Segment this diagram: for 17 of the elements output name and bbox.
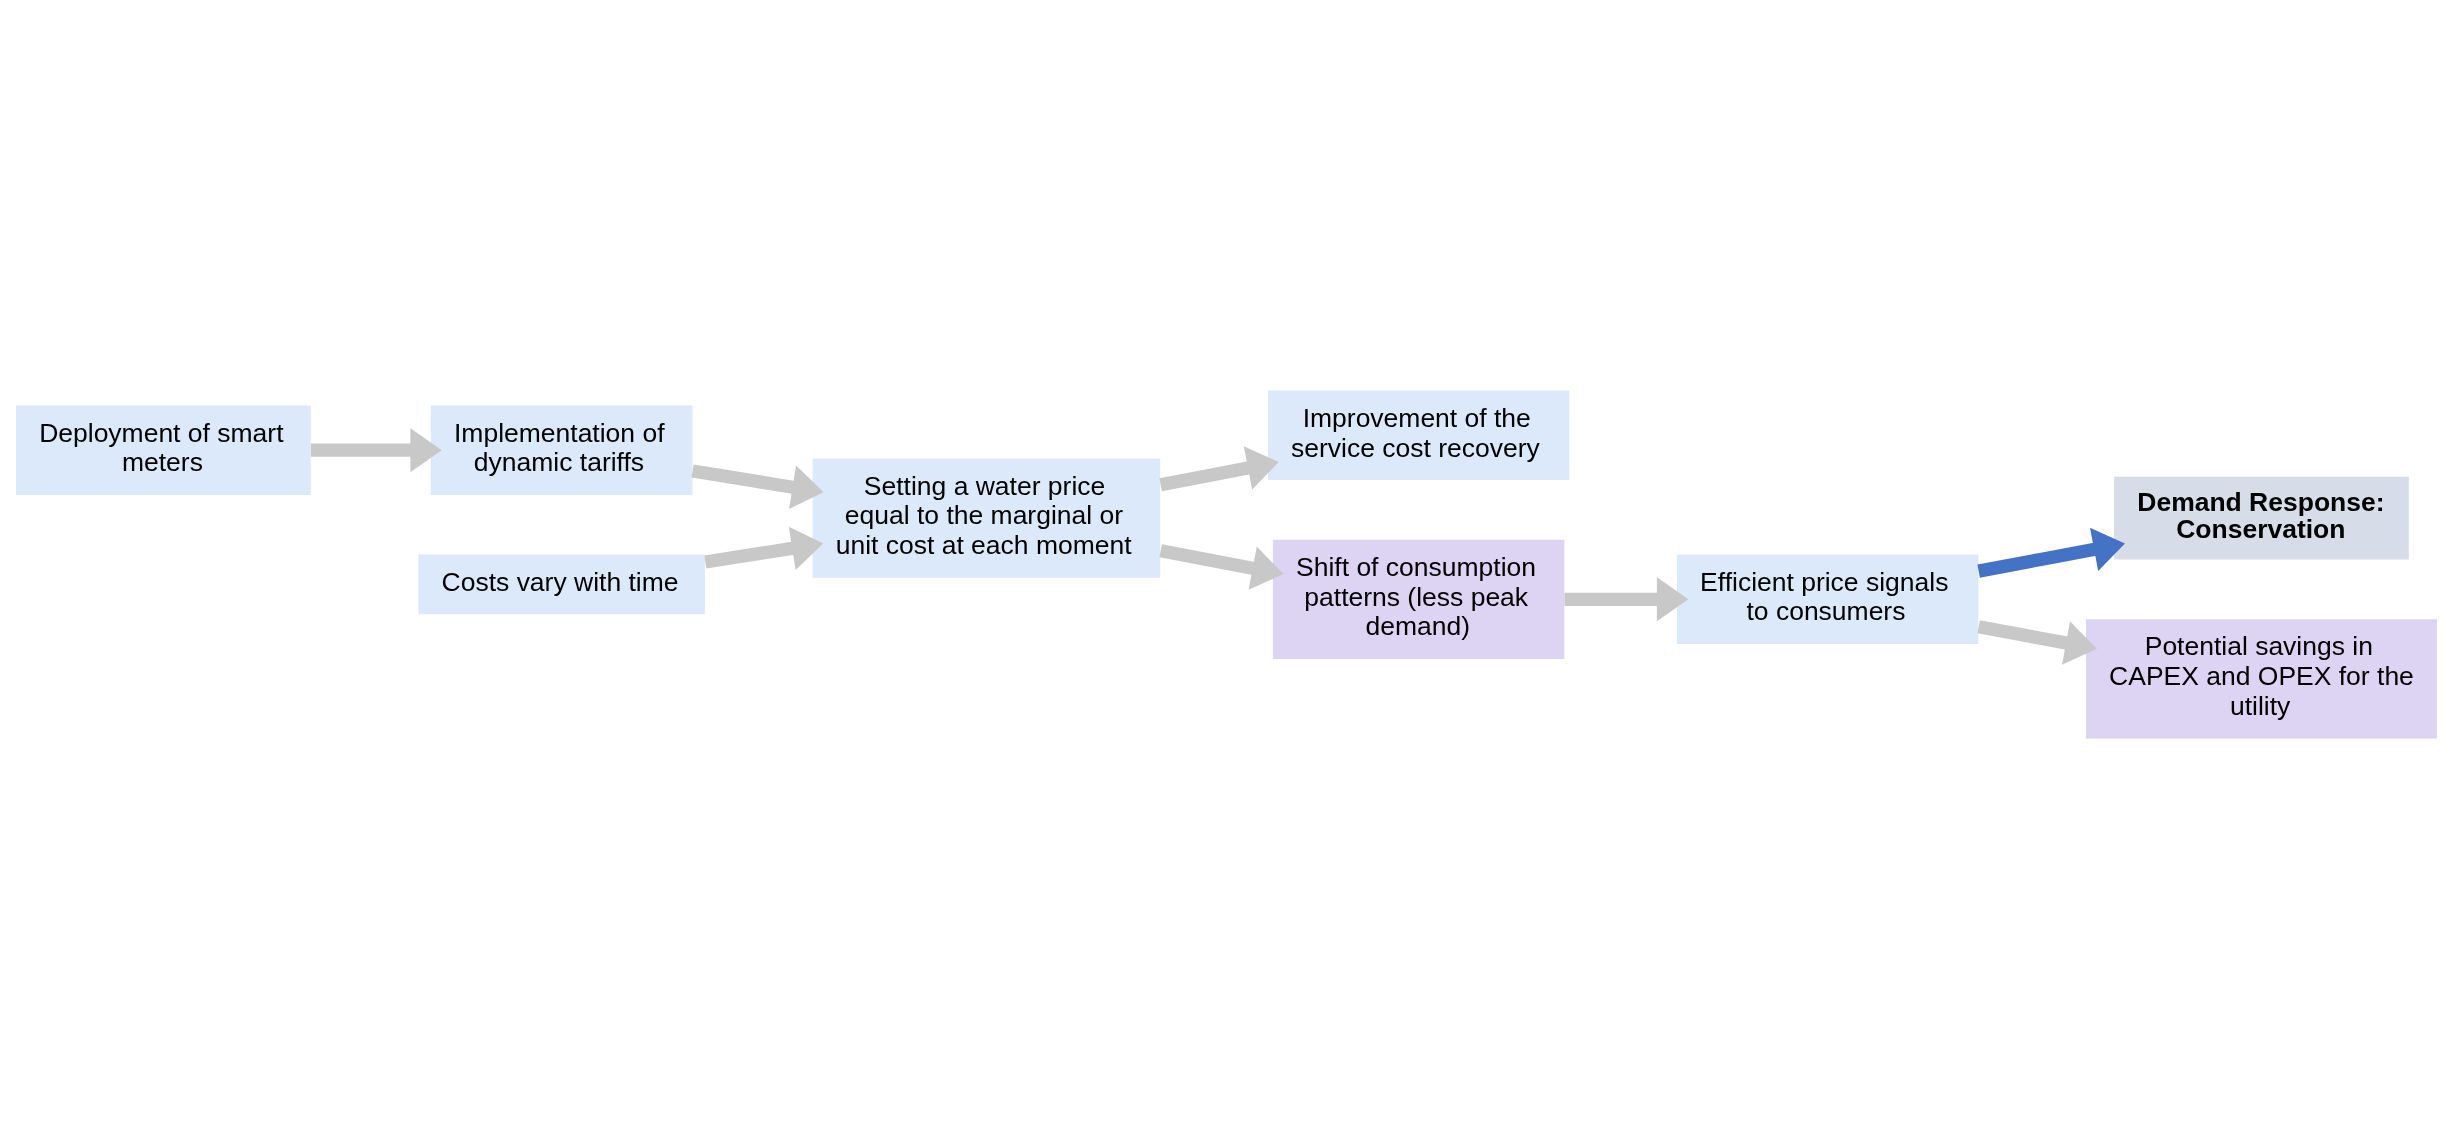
arrow [1159, 544, 1284, 590]
arrow [1977, 527, 2125, 578]
node-box: Shift of consumption patterns (less peak demand) [1272, 539, 1565, 659]
node-box: Implementation of dynamic tariffs [430, 405, 693, 495]
arrow [704, 526, 824, 571]
arrow [310, 428, 442, 473]
node-box: Efficient price signals to consumers [1676, 554, 1979, 644]
arrow [1159, 446, 1279, 492]
arrow [691, 464, 824, 509]
node-box: Deployment of smart meters [16, 405, 311, 495]
node-box: Setting a water price equal to the marginal or unit cost at each moment [812, 458, 1161, 578]
node-box: Potential savings in CAPEX and OPEX for the utility [2085, 619, 2437, 739]
node-box: Demand Response: Conservation [2114, 476, 2409, 560]
node-box: Costs vary with time [418, 554, 705, 615]
node-box: Improvement of the service cost recovery [1267, 390, 1570, 481]
arrow [1564, 577, 1689, 622]
arrow [1977, 620, 2097, 665]
